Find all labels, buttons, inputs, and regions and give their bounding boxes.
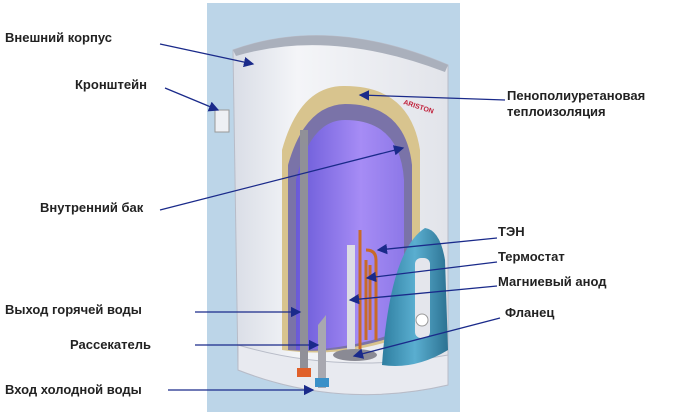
label-anode: Магниевый анод (498, 274, 607, 289)
label-thermostat: Термостат (498, 249, 565, 264)
label-cold-inlet: Вход холодной воды (5, 382, 142, 397)
label-insulation-line1: Пенополиуретановая (507, 88, 646, 103)
label-insulation-line2: теплоизоляция (507, 104, 606, 119)
hot-water-pipe (300, 130, 308, 375)
label-bracket: Кронштейн (75, 77, 147, 92)
arrow-heater (376, 237, 498, 255)
arrow-anode (348, 285, 498, 305)
label-heater: ТЭН (498, 224, 525, 239)
label-inner-tank: Внутренний бак (40, 200, 144, 215)
bracket (214, 109, 230, 133)
arrow-thermostat (365, 261, 498, 283)
label-outer-case: Внешний корпус (5, 30, 112, 45)
arrow-inner-tank (159, 145, 405, 211)
arrow-flange (352, 317, 501, 359)
label-flange: Фланец (505, 305, 555, 320)
label-hot-outlet: Выход горячей воды (5, 302, 142, 317)
diffuser (318, 315, 326, 388)
label-diffuser: Рассекатель (70, 337, 152, 352)
arrow-bracket (164, 87, 220, 112)
flange (333, 349, 377, 361)
arrow-outer-case (159, 43, 255, 68)
arrow-insulation (358, 90, 506, 101)
heating-element (358, 230, 378, 350)
leader-arrows (159, 43, 506, 396)
